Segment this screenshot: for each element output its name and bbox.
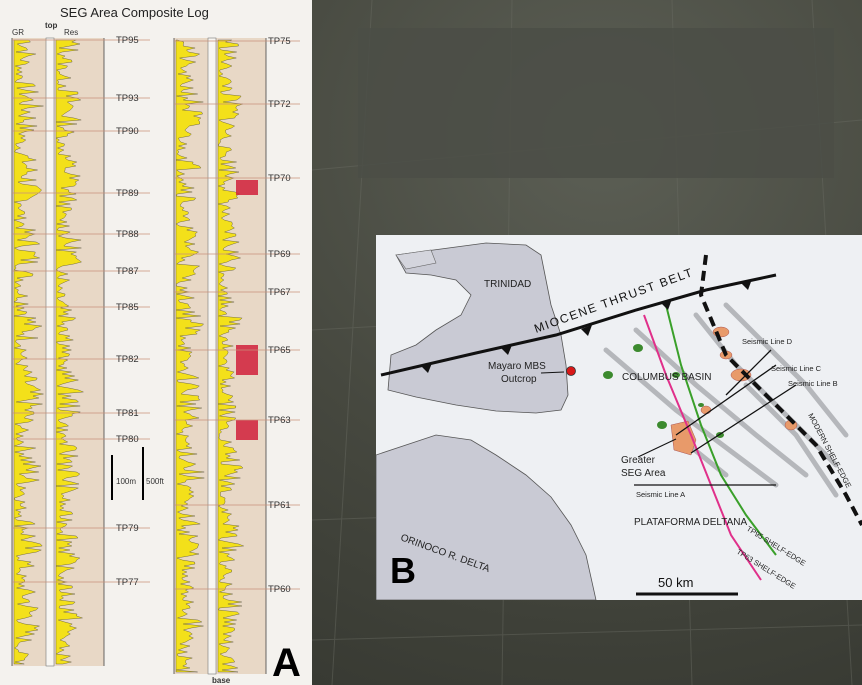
tp-marker-tp72: TP72 bbox=[268, 99, 291, 110]
tp-marker-tp77: TP77 bbox=[116, 577, 139, 588]
tp-marker-tp88: TP88 bbox=[116, 229, 139, 240]
miocene-thrust-belt-line bbox=[380, 273, 777, 377]
tp-marker-tp67: TP67 bbox=[268, 287, 291, 298]
seg-area-label-1: Greater bbox=[621, 455, 656, 466]
tp-marker-tp63: TP63 bbox=[268, 415, 291, 426]
left-log-column bbox=[11, 37, 105, 667]
composite-log-figure: SEG Area Composite Log top GR Res bbox=[11, 5, 301, 685]
gr-label: GR bbox=[12, 28, 24, 37]
tp-marker-tp81: TP81 bbox=[116, 408, 139, 419]
tp-marker-tp75: TP75 bbox=[268, 36, 291, 47]
tp-marker-tp82: TP82 bbox=[116, 354, 139, 365]
modern-shelf-edge-line bbox=[698, 254, 862, 526]
tp-marker-tp85: TP85 bbox=[116, 302, 139, 313]
tp-marker-tp95: TP95 bbox=[116, 35, 139, 46]
location-map: TRINIDAD MIOCENE THRUST BELT Mayaro MBS … bbox=[376, 242, 862, 600]
plataforma-label: PLATAFORMA DELTANA bbox=[634, 517, 747, 528]
basin-label: COLUMBUS BASIN bbox=[622, 372, 711, 383]
tp-marker-tp61: TP61 bbox=[268, 500, 291, 511]
scale-m: 100m bbox=[116, 477, 136, 486]
tp-marker-tp90: TP90 bbox=[116, 126, 139, 137]
mayaro-outcrop-marker bbox=[566, 366, 576, 376]
top-label: top bbox=[45, 21, 58, 30]
base-label: base bbox=[212, 676, 231, 685]
thrust-teeth bbox=[421, 279, 752, 373]
tp-marker-tp60: TP60 bbox=[268, 584, 291, 595]
seismic-line-b-label: Seismic Line B bbox=[788, 379, 838, 388]
empty-text-box bbox=[358, 28, 834, 178]
scale-bar: 100m 500ft bbox=[111, 447, 165, 500]
tp-marker-tp87: TP87 bbox=[116, 266, 139, 277]
tp63-shelf-edge-line bbox=[643, 314, 762, 581]
tp-marker-tp80: TP80 bbox=[116, 434, 139, 445]
tp-marker-tp69: TP69 bbox=[268, 249, 291, 260]
high-res-highlight bbox=[236, 180, 258, 195]
map-scale-label: 50 km bbox=[658, 575, 693, 590]
map-scale-bar: 50 km bbox=[636, 575, 738, 596]
left-tp-markers: TP95TP93TP90TP89TP88TP87TP85TP82TP81TP80… bbox=[12, 35, 150, 588]
seg-area-label-2: SEG Area bbox=[621, 468, 666, 479]
trinidad-landmass bbox=[387, 242, 569, 414]
modern-shelf-edge-label: MODERN SHELF-EDGE bbox=[806, 412, 853, 490]
tp-marker-tp93: TP93 bbox=[116, 93, 139, 104]
tp95-shelf-edge-line bbox=[665, 304, 777, 556]
outcrop-label-2: Outcrop bbox=[501, 374, 537, 385]
panel-letter-b: B bbox=[390, 550, 416, 591]
log-title: SEG Area Composite Log bbox=[60, 5, 209, 20]
tp-marker-tp79: TP79 bbox=[116, 523, 139, 534]
right-log-column bbox=[173, 37, 267, 675]
tp-marker-tp89: TP89 bbox=[116, 188, 139, 199]
seismic-lines bbox=[634, 349, 797, 486]
seismic-line-a-label: Seismic Line A bbox=[636, 490, 685, 499]
high-res-highlight bbox=[236, 345, 258, 375]
orinoco-landmass bbox=[376, 434, 597, 600]
outcrop-label-1: Mayaro MBS bbox=[488, 361, 546, 372]
green-fields bbox=[603, 344, 724, 438]
scale-ft: 500ft bbox=[146, 477, 165, 486]
panel-a-composite-log: SEG Area Composite Log top GR Res bbox=[0, 0, 312, 685]
trinidad-label: TRINIDAD bbox=[484, 279, 531, 290]
seismic-line-d-label: Seismic Line D bbox=[742, 337, 793, 346]
high-res-highlight bbox=[236, 420, 258, 440]
northwest-island bbox=[395, 249, 437, 270]
panel-letter-a: A bbox=[272, 641, 301, 685]
seismic-line-c-label: Seismic Line C bbox=[771, 364, 822, 373]
res-label: Res bbox=[64, 28, 78, 37]
tp-marker-tp65: TP65 bbox=[268, 345, 291, 356]
panel-b-location-map: TRINIDAD MIOCENE THRUST BELT Mayaro MBS … bbox=[376, 235, 862, 600]
tp-marker-tp70: TP70 bbox=[268, 173, 291, 184]
